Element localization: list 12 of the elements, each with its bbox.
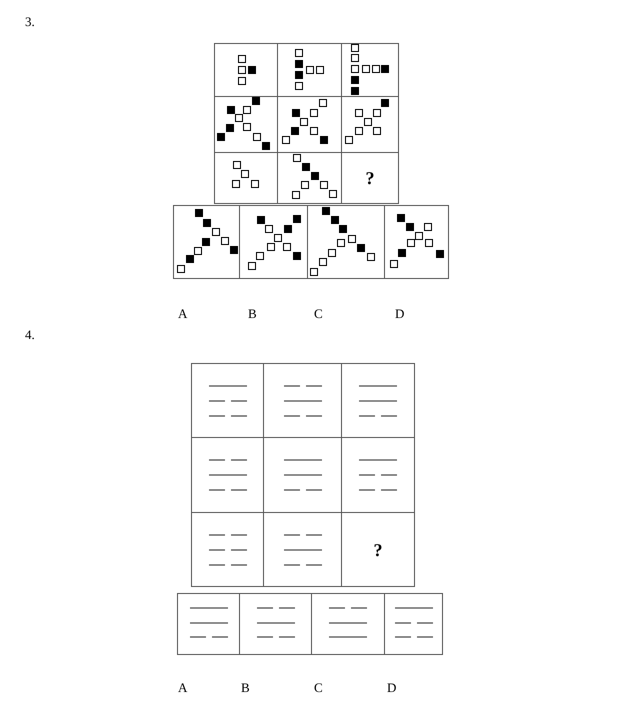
question-mark: ? bbox=[374, 540, 382, 560]
option-letter: A bbox=[178, 307, 188, 321]
option-letter: D bbox=[395, 307, 404, 321]
option-letter: B bbox=[248, 307, 257, 321]
option-letter: B bbox=[241, 681, 250, 695]
question-number: 4. bbox=[25, 328, 35, 342]
option-letter: C bbox=[314, 681, 323, 695]
option-letter: C bbox=[314, 307, 323, 321]
question-mark: ? bbox=[366, 168, 374, 188]
option-letter: D bbox=[387, 681, 396, 695]
option-letter: A bbox=[178, 681, 188, 695]
question-number: 3. bbox=[25, 15, 35, 29]
